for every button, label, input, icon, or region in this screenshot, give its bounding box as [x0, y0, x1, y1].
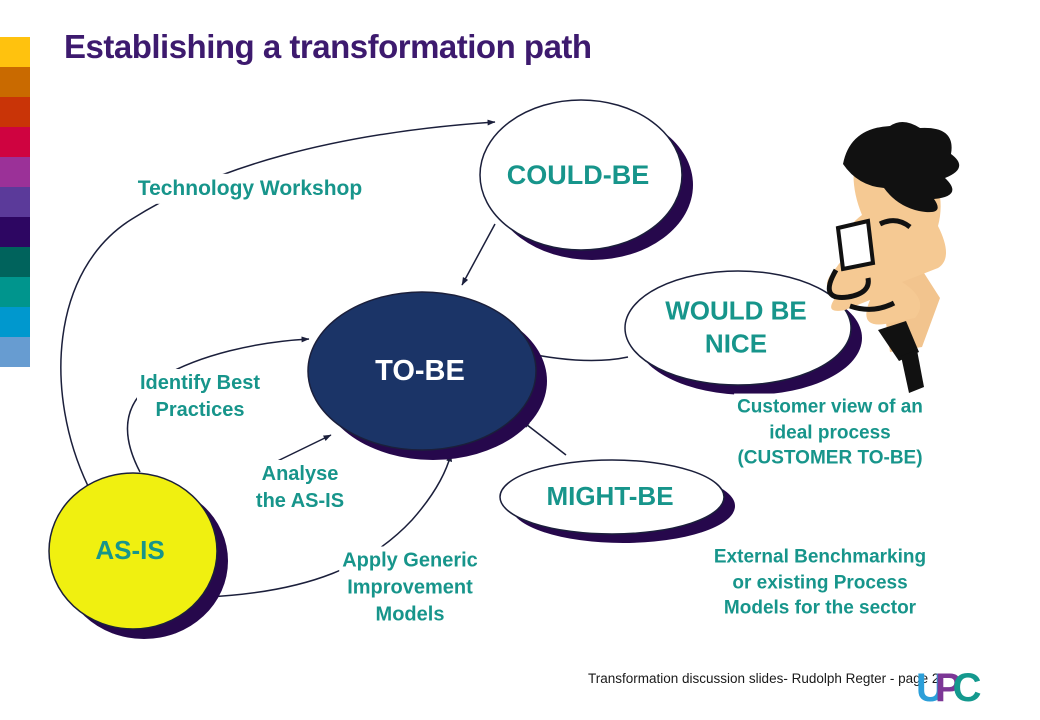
- arc-asis-to-couldbe: [60, 119, 496, 487]
- might-be-label: MIGHT-BE: [546, 480, 674, 511]
- to-be-label: TO-BE: [375, 354, 465, 387]
- color-strip: [0, 37, 30, 367]
- apply-generic-models-label: Apply Generic Improvement Models: [339, 546, 481, 630]
- could-be-ellipse: [479, 99, 683, 251]
- line-couldbe-to-tobe: [461, 223, 496, 286]
- identify-best-practices-label: Identify Best Practices: [136, 369, 264, 425]
- node-to-be: [307, 291, 547, 460]
- upc-logo: UPC: [916, 668, 981, 708]
- strip-color-block: [0, 247, 30, 277]
- footer-text: Transformation discussion slides- Rudolp…: [588, 671, 940, 686]
- strip-color-block: [0, 127, 30, 157]
- strip-color-block: [0, 277, 30, 307]
- upc-logo-c: C: [952, 666, 982, 710]
- to-be-ellipse: [307, 291, 537, 451]
- strip-color-block: [0, 157, 30, 187]
- upc-logo-u: U: [916, 666, 945, 710]
- as-is-label: AS-IS: [95, 534, 165, 565]
- would-be-nice-label: WOULD BE NICE: [665, 295, 807, 359]
- might-be-ellipse: [499, 459, 725, 535]
- could-be-label: COULD-BE: [506, 160, 650, 191]
- strip-color-block: [0, 187, 30, 217]
- strip-color-block: [0, 217, 30, 247]
- strip-color-block: [0, 307, 30, 337]
- as-is-ellipse: [48, 472, 218, 630]
- node-as-is: [48, 472, 228, 639]
- strip-color-block: [0, 67, 30, 97]
- node-could-be: [479, 99, 693, 260]
- upc-logo-p: P: [934, 666, 962, 710]
- external-benchmarking-label: External Benchmarking or existing Proces…: [710, 543, 930, 623]
- would-be-nice-ellipse: [624, 270, 852, 386]
- strip-color-block: [0, 97, 30, 127]
- arc-asis-to-tobe-bottom: [206, 453, 452, 598]
- node-would-be-nice: [624, 270, 862, 395]
- technology-workshop-label: Technology Workshop: [134, 173, 366, 205]
- slide-title: Establishing a transformation path: [64, 28, 592, 65]
- thinking-man-clipart: [826, 121, 960, 393]
- line-mightbe-to-tobe: [521, 420, 567, 456]
- node-might-be: [499, 459, 735, 543]
- strip-color-block: [0, 337, 30, 367]
- strip-color-block: [0, 37, 30, 67]
- analyse-the-as-is-label: Analyse the AS-IS: [252, 460, 348, 516]
- customer-view-label: Customer view of an ideal process (CUSTO…: [734, 393, 926, 473]
